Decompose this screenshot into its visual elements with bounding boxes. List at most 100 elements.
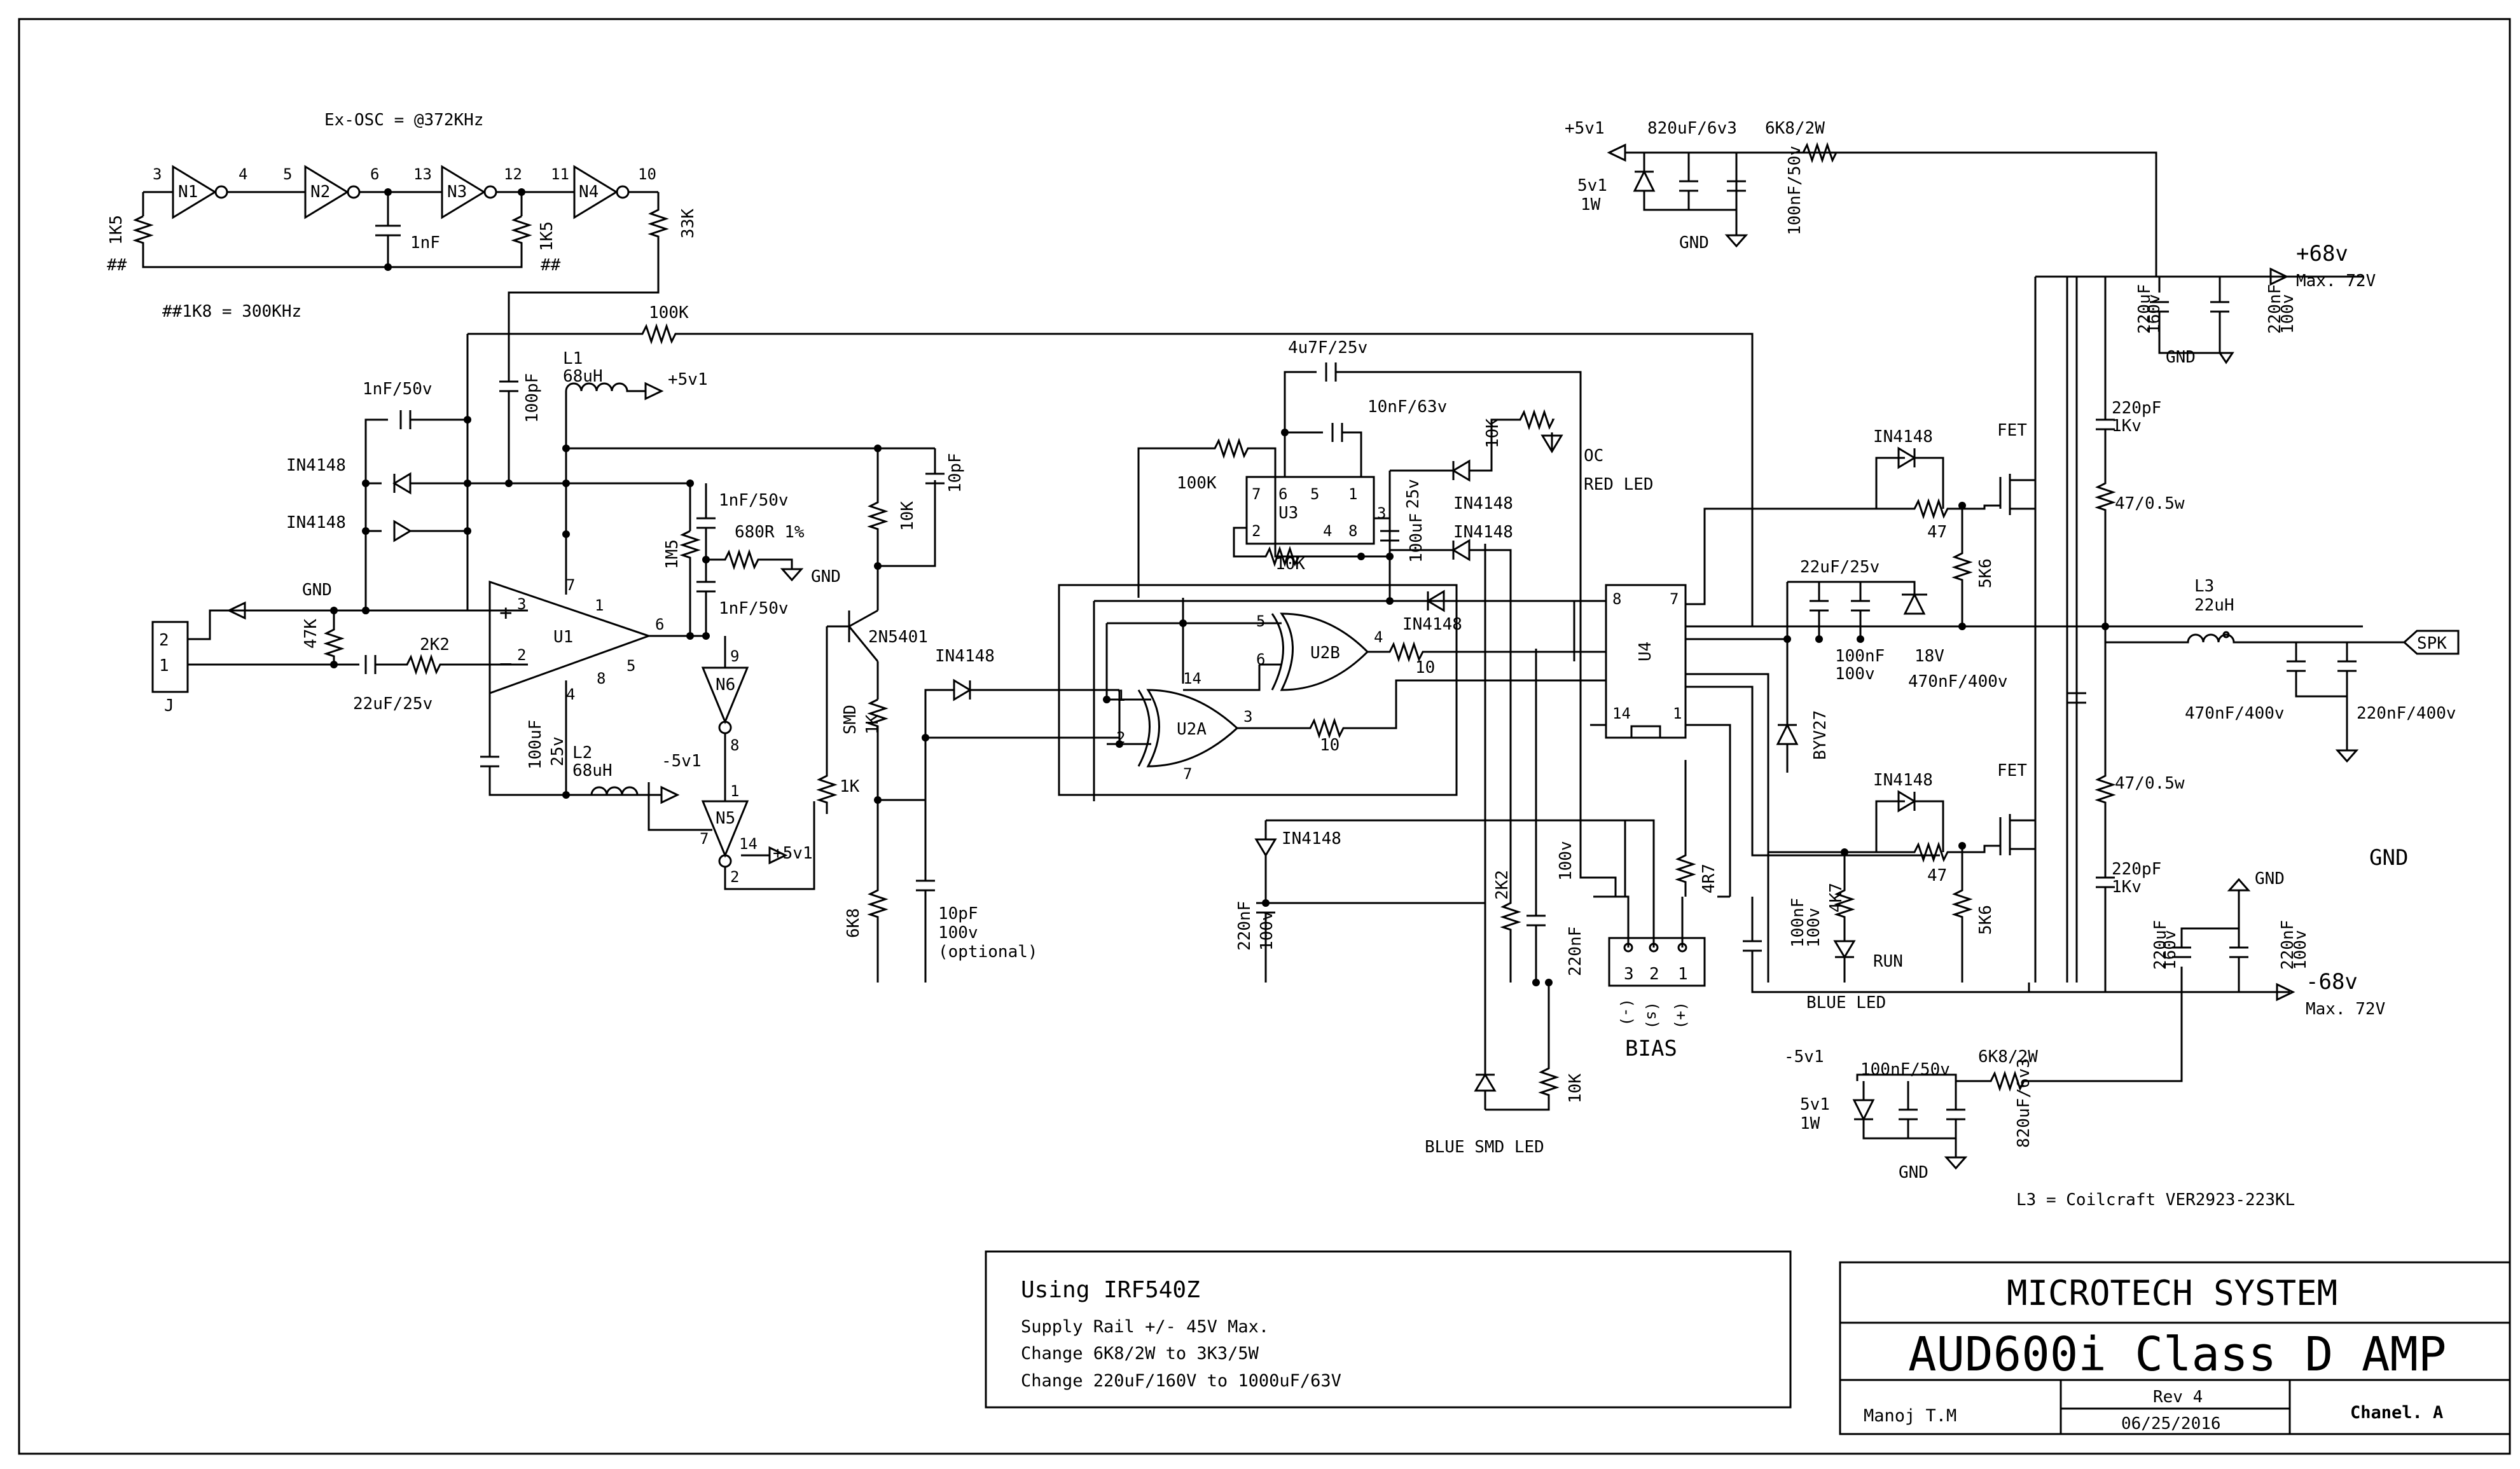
output-block: 47 IN4148 5K6 FET 470nF/400v 47 IN4148 4… <box>1686 275 2460 1012</box>
gate-u2b <box>1271 612 1369 691</box>
bias-connector <box>1608 937 1706 987</box>
snub-c-hi-b: 1Kv <box>2112 417 2142 436</box>
l3-value: 22uH <box>2194 596 2234 615</box>
l3-label: L3 <box>2194 577 2214 596</box>
out-gnd: GND <box>2369 845 2408 871</box>
title-date: 06/25/2016 <box>2121 1414 2221 1433</box>
logic-r-10k: 10K <box>1566 1073 1585 1103</box>
u2b-label: U2B <box>1310 644 1340 663</box>
neg-cap-b-2: 100v <box>2291 930 2310 970</box>
u3-diode-1: IN4148 <box>1453 494 1513 513</box>
out-c-a: 470nF/400v <box>2185 704 2285 723</box>
input-r-bias: 47K <box>301 619 321 649</box>
top-res: 6K8/2W <box>1765 119 1825 138</box>
svg-text:14: 14 <box>1612 705 1631 722</box>
ls-r-1k-b: 1K <box>840 777 860 796</box>
snub-c-hi-a: 220pF <box>2112 399 2161 418</box>
l1-label: L1 <box>563 349 583 368</box>
notes-line-2: Change 6K8/2W to 3K3/5W <box>1021 1344 1259 1363</box>
logic-r-10-b: 10 <box>1320 736 1340 755</box>
pos-gnd: GND <box>2166 348 2196 367</box>
pos-rail-label: +68v <box>2296 241 2348 266</box>
u1-label: U1 <box>553 628 573 647</box>
ls-c-10pf: 10pF <box>946 453 965 493</box>
u4-cap-100nf-b: 100v <box>1835 665 1875 684</box>
u3-diode-3: IN4148 <box>1402 615 1462 634</box>
top-cap: 820uF/6v3 <box>1647 119 1737 138</box>
neg-cap-a-1: 220uF <box>2151 920 2170 970</box>
svg-text:8: 8 <box>1612 590 1621 608</box>
ls-c-opt-3: (optional) <box>938 942 1038 962</box>
gate-n2-label: N2 <box>310 183 330 202</box>
u3-cap-100uf-a: 25v <box>1404 479 1423 509</box>
top-zener-2: 1W <box>1581 195 1601 214</box>
logic-c-220nf-b: 100v <box>1257 911 1277 951</box>
svg-text:7: 7 <box>700 830 709 848</box>
svg-text:8: 8 <box>730 736 739 754</box>
ls-c-opt-1: 10pF <box>938 904 978 923</box>
level-shift-block: 10pF 10K 2N5401 1K SMD 1K 6K8 10pF 100v … <box>816 445 1119 983</box>
logic-r-2k2: 2K2 <box>1493 870 1512 900</box>
gate-n6 <box>701 666 749 724</box>
top-zener-1: 5v1 <box>1577 176 1607 195</box>
svg-text:4: 4 <box>566 686 575 703</box>
u3-cap-2: 10nF/63v <box>1367 397 1447 417</box>
l2-label: L2 <box>572 743 592 762</box>
input-gnd: GND <box>302 581 332 600</box>
svg-text:7: 7 <box>1252 485 1261 503</box>
u3-label: U3 <box>1278 504 1298 523</box>
ls-transistor: 2N5401 <box>868 628 928 647</box>
u3-cap-top: 4u7F/25v <box>1288 338 1367 357</box>
out-r-4k7: 4K7 <box>1827 883 1846 913</box>
gate-n5-label: N5 <box>716 809 735 828</box>
l2-value: 68uH <box>572 761 613 780</box>
gate-n1-label: N1 <box>178 183 198 202</box>
bias-label: BIAS <box>1625 1036 1677 1061</box>
svg-text:2: 2 <box>730 868 739 886</box>
u1-r-fb: 100K <box>649 303 689 322</box>
svg-text:−: − <box>499 651 512 677</box>
rails-block: +68v Max. 72V 220uF 160v 220nF 100v GND … <box>1565 119 2385 1210</box>
snub-r-lo: 47/0.5w <box>2115 774 2185 793</box>
snub-r-hi: 47/0.5w <box>2115 494 2185 513</box>
svg-text:10: 10 <box>638 165 656 183</box>
u1-c-bulk: 100uF <box>526 720 545 769</box>
svg-text:8: 8 <box>1348 522 1357 540</box>
notes-box: Using IRF540Z Supply Rail +/- 45V Max. C… <box>985 1250 1792 1409</box>
u4-r-4r7: 4R7 <box>1700 864 1719 893</box>
u1-r-1m5: 1M5 <box>663 539 682 569</box>
svg-text:1: 1 <box>1116 687 1125 705</box>
u1-c-osc: 100pF <box>523 373 542 423</box>
neg-rail-max: Max. 72V <box>2306 1000 2385 1019</box>
svg-text:9: 9 <box>730 647 739 665</box>
svg-text:1: 1 <box>730 782 739 800</box>
neg-gnd: GND <box>2255 869 2285 888</box>
u4-diode-byv27: BYV27 <box>1811 710 1830 760</box>
u3-r-10k: 10K <box>1275 555 1305 574</box>
u4-c-100nf-b-a: 100nF <box>1789 898 1808 948</box>
spk-flag <box>2402 630 2460 655</box>
l2-rail: -5v1 <box>661 752 702 771</box>
svg-text:2: 2 <box>159 631 169 650</box>
svg-text:5: 5 <box>1256 612 1265 630</box>
osc-note-label: ##1K8 = 300KHz <box>162 302 301 321</box>
u3-r-led: 10K <box>1483 418 1502 448</box>
u4-block: U4 8 7 14 1 22uF/25v 100nF 100v 18V BYV2… <box>1590 507 2105 993</box>
blue-led: BLUE LED <box>1806 993 1886 1012</box>
svg-text:1: 1 <box>595 597 604 614</box>
svg-text:2: 2 <box>1649 965 1659 984</box>
title-rev: Rev 4 <box>2153 1388 2203 1407</box>
bot-zener-2: 1W <box>1800 1114 1820 1133</box>
gate-n3-label: N3 <box>447 183 467 202</box>
u3-r-100k: 100K <box>1177 474 1217 493</box>
red-led-label: RED LED <box>1584 475 1654 494</box>
opamp-u1 <box>488 580 652 695</box>
logic-c-220nf-c: 220nF <box>1566 927 1585 976</box>
svg-text:5: 5 <box>1310 485 1319 503</box>
top-rail: +5v1 <box>1565 119 1605 138</box>
snub-c-lo-a: 220pF <box>2112 860 2161 879</box>
out-r-5k6-lo: 5K6 <box>1976 905 1995 935</box>
osc-freq-label: Ex-OSC = @372KHz <box>324 111 483 130</box>
osc-cap-label: 1nF <box>410 233 440 252</box>
